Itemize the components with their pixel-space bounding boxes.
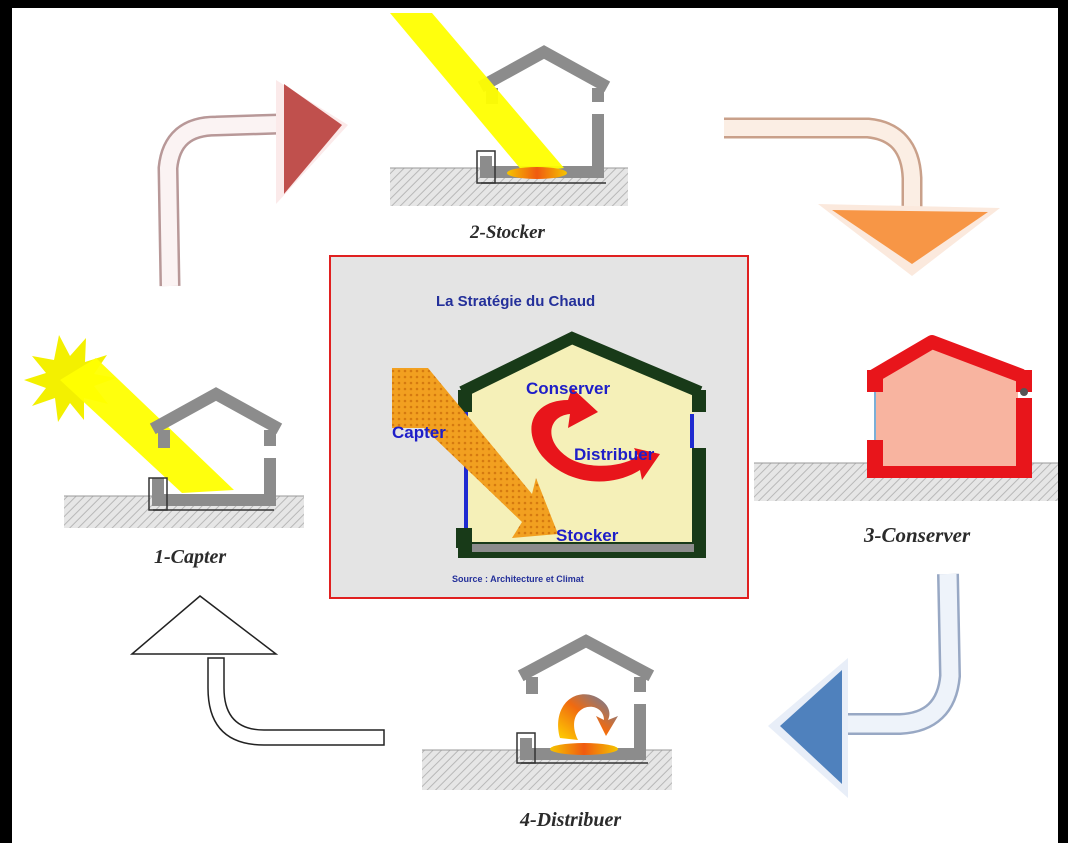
- source-caption: Source : Architecture et Climat: [452, 574, 584, 584]
- distribution-swirl: [558, 694, 618, 740]
- center-label-stocker: Stocker: [556, 526, 619, 545]
- center-panel: La Stratégie du Chaud Conserver Capter D…: [329, 255, 749, 599]
- stage-label-conserver: 3-Conserver: [863, 523, 971, 547]
- stored-heat: [507, 167, 567, 179]
- stocker-house: [390, 13, 628, 206]
- cycle-arrow-stocker-to-conserver: [724, 117, 1000, 276]
- conserver-house: [754, 335, 1058, 501]
- cycle-arrow-distribuer-to-capter: [129, 595, 385, 746]
- capter-ray: [392, 368, 558, 538]
- arrowhead-orange-icon: [832, 210, 988, 264]
- diagram-canvas: 1-Capter 2-Stocker 3-Conserver: [12, 8, 1058, 843]
- center-label-capter: Capter: [392, 423, 446, 442]
- red-swirl-arrow: [531, 388, 660, 482]
- center-title: La Stratégie du Chaud: [436, 293, 595, 310]
- center-label-conserver: Conserver: [526, 379, 610, 398]
- cycle-arrow-conserver-to-distribuer: [768, 573, 962, 798]
- sunbeam: [60, 358, 234, 493]
- distribuer-house: [422, 634, 672, 790]
- arrowhead-red-icon: [284, 84, 342, 194]
- center-label-distribuer: Distribuer: [574, 445, 655, 464]
- stage-label-capter: 1-Capter: [154, 546, 226, 568]
- strategy-diagram: 1-Capter 2-Stocker 3-Conserver: [24, 13, 1058, 831]
- cycle-arrow-capter-to-stocker: [157, 80, 348, 287]
- sunbeam: [390, 13, 564, 173]
- stage-label-stocker: 2-Stocker: [469, 222, 546, 243]
- arrowhead-blue-icon: [780, 670, 842, 784]
- arrowhead-white-icon: [129, 595, 279, 655]
- capter-house: [24, 335, 304, 528]
- stage-label-distribuer: 4-Distribuer: [519, 809, 621, 831]
